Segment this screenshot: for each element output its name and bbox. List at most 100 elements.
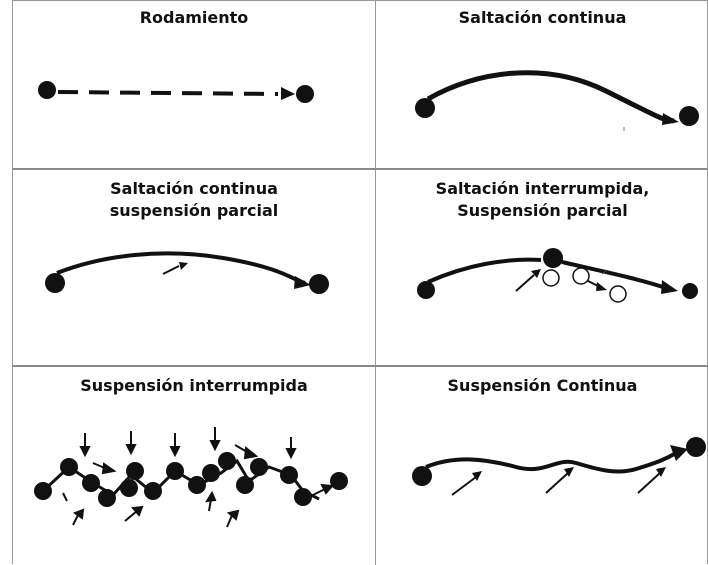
- particle-chain: [34, 452, 348, 507]
- transport-arrow: [515, 274, 535, 292]
- trajectory-path: [426, 70, 675, 124]
- arrow-head-icon: [243, 446, 259, 460]
- interrupted-saltation-diagram: [417, 248, 698, 303]
- particle-dot: [412, 466, 432, 486]
- arrow-head-icon: [285, 448, 297, 460]
- particle-dot: [686, 437, 706, 457]
- transport-arrow: [124, 510, 138, 522]
- arrow-head-icon: [72, 508, 85, 520]
- title-line: Saltación continua: [458, 8, 627, 27]
- particle-dot: [682, 283, 698, 299]
- arrow-head-icon: [169, 446, 181, 458]
- speck: [601, 269, 608, 275]
- particle-dot: [60, 458, 78, 476]
- particle-dot: [280, 466, 298, 484]
- transport-arrow: [451, 476, 477, 496]
- hollow-particle: [572, 267, 590, 285]
- cell-interrupted-suspension: Suspensión interrumpida: [13, 367, 375, 565]
- arrows: [62, 427, 335, 528]
- particle-dot: [188, 476, 206, 494]
- arrow-head-icon: [531, 269, 541, 278]
- transport-arrow: [62, 492, 68, 502]
- row-divider: [13, 365, 708, 367]
- particle-dot: [294, 488, 312, 506]
- arrow-head-icon: [179, 262, 188, 270]
- arrow-head-icon: [101, 462, 117, 475]
- arrow-head-icon: [226, 509, 240, 521]
- title-line: Suspensión Continua: [447, 376, 638, 395]
- title-line: Rodamiento: [139, 8, 249, 27]
- cell-title: Saltación continua: [376, 7, 708, 29]
- arrow-head-icon: [131, 505, 144, 517]
- title-line: suspensión parcial: [109, 201, 279, 220]
- particle-dot: [45, 273, 65, 293]
- arrow-head-icon: [320, 483, 335, 495]
- arrow-head-icon: [661, 280, 678, 294]
- rolling-diagram: [38, 81, 314, 103]
- particle-dot: [144, 482, 162, 500]
- trajectory-path: [427, 257, 542, 284]
- arrow-head-icon: [472, 471, 482, 481]
- arrow-head-icon: [294, 276, 311, 289]
- hollow-particle: [542, 269, 560, 287]
- transport-arrow: [637, 472, 661, 494]
- particle-dot: [38, 81, 56, 99]
- particle-dot: [296, 85, 314, 103]
- saltation-suspension-diagram: [45, 251, 329, 294]
- particle-dot: [98, 489, 116, 507]
- cell-title: Rodamiento: [13, 7, 375, 29]
- particle-dot: [34, 482, 52, 500]
- continuous-suspension-diagram: [412, 437, 706, 496]
- trajectory-path: [56, 251, 306, 285]
- dashed-path: [57, 90, 279, 96]
- particle-dot: [126, 462, 144, 480]
- particle-dot: [166, 462, 184, 480]
- particle-dot: [417, 281, 435, 299]
- cell-rolling: Rodamiento: [13, 1, 375, 168]
- arrow-head-icon: [656, 467, 666, 477]
- interrupted-suspension-diagram: [34, 427, 348, 528]
- arrow-head-icon: [205, 490, 217, 503]
- transport-arrow: [162, 265, 180, 275]
- particle-dot: [218, 452, 236, 470]
- arrow-head-icon: [564, 467, 574, 477]
- cell-saltation-partial-suspension: Saltación continua suspensión parcial: [13, 170, 375, 365]
- arrow-head-icon: [125, 444, 137, 456]
- row-divider: [13, 168, 708, 170]
- title-line: Saltación continua: [110, 179, 278, 198]
- particle-dot: [250, 458, 268, 476]
- cell-title: Suspensión Continua: [376, 375, 708, 397]
- arrow-head-icon: [79, 446, 91, 458]
- particle-dot: [202, 464, 220, 482]
- arrow-head-icon: [281, 87, 295, 100]
- saltation-diagram: [415, 70, 699, 131]
- particle-dot: [120, 479, 138, 497]
- trajectory-path: [425, 451, 678, 474]
- arrow-head-icon: [670, 445, 688, 461]
- particle-dot: [415, 98, 435, 118]
- cell-title: Suspensión interrumpida: [13, 375, 375, 397]
- title-line: Saltación interrumpida,: [435, 179, 650, 198]
- cell-continuous-suspension: Suspensión Continua: [376, 367, 708, 565]
- title-line: Suspensión parcial: [457, 201, 628, 220]
- transport-arrow: [545, 472, 569, 494]
- particle-dot: [309, 274, 329, 294]
- particle-dot: [330, 472, 348, 490]
- cell-title: Saltación continua suspensión parcial: [13, 178, 375, 222]
- trajectory-path: [561, 260, 667, 290]
- hollow-particle: [609, 285, 627, 303]
- particle-dot: [543, 248, 563, 268]
- particle-dot: [679, 106, 699, 126]
- title-line: Suspensión interrumpida: [80, 376, 308, 395]
- arrow-head-icon: [596, 282, 607, 291]
- arrow-head-icon: [209, 440, 221, 452]
- particle-dot: [82, 474, 100, 492]
- column-divider: [375, 1, 376, 565]
- transport-arrow: [312, 488, 326, 496]
- arrow-head-icon: [662, 113, 679, 125]
- particle-dot: [236, 476, 254, 494]
- cell-title: Saltación interrumpida, Suspensión parci…: [376, 178, 708, 222]
- cell-interrupted-saltation: Saltación interrumpida, Suspensión parci…: [376, 170, 708, 365]
- transport-modes-table: Rodamiento Saltación continua Saltación …: [12, 0, 708, 565]
- cell-continuous-saltation: Saltación continua: [376, 1, 708, 168]
